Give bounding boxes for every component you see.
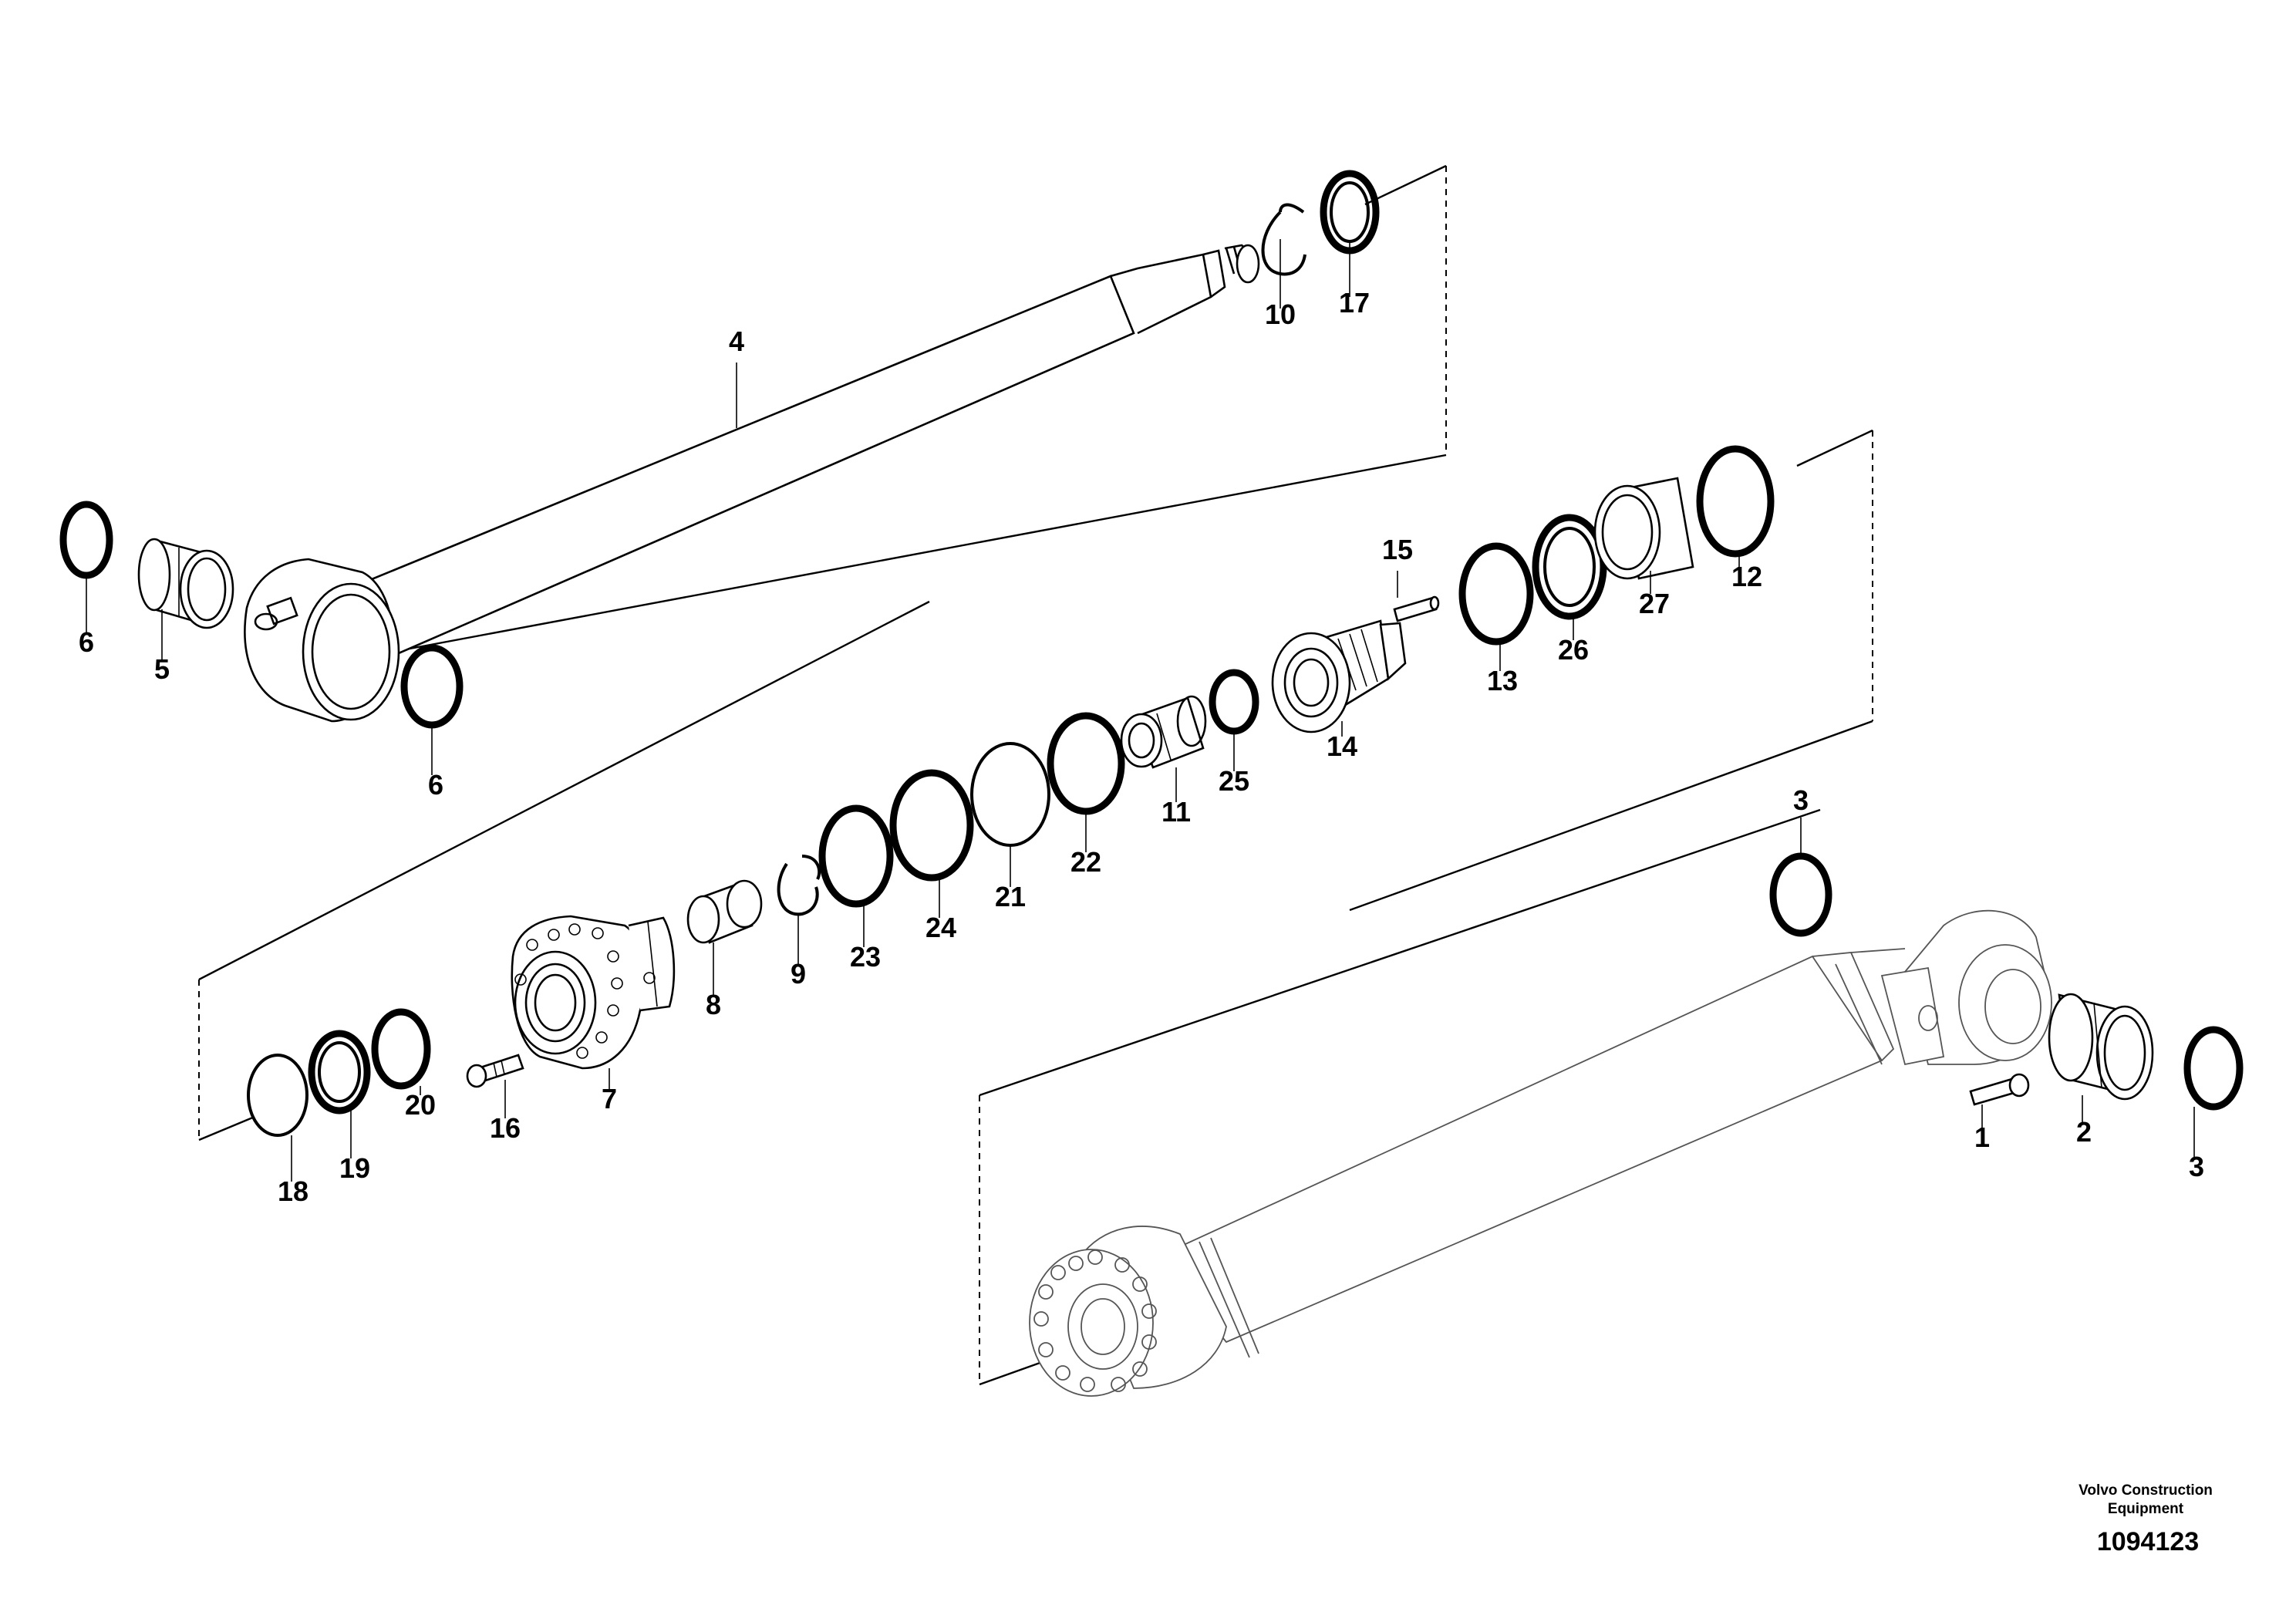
ring-25 [1209,669,1259,735]
callout-16: 16 [490,1112,521,1144]
ring-23 [818,804,894,908]
callout-12: 12 [1731,561,1762,592]
bolt-16 [466,1054,524,1088]
seal-ring-6-bottom [400,644,464,729]
callout-9: 9 [791,958,806,990]
cylinder-tube [1029,948,1906,1397]
ring-17-inner [1330,181,1370,243]
ring-26-inner [1543,527,1596,607]
callout-25: 25 [1219,765,1249,797]
footer-credit: Volvo Construction Equipment 1094123 [2079,1482,2213,1556]
callout-8: 8 [706,989,721,1020]
ring-27 [1593,477,1694,580]
callout-4: 4 [729,325,744,357]
callout-26: 26 [1558,634,1589,666]
piston-rod [353,244,1260,657]
bushing-5 [137,538,234,629]
callout-15: 15 [1382,534,1413,565]
callout-24: 24 [925,912,956,943]
callout-10: 10 [1265,298,1296,330]
ring-26 [1532,514,1607,620]
cylinder-head-7 [511,915,676,1070]
callout-13: 13 [1487,665,1518,696]
bushing-2 [2048,993,2154,1101]
nut-11 [1120,695,1207,769]
callout-3-right: 3 [2189,1151,2204,1182]
callout-27: 27 [1639,588,1670,619]
snap-ring-9 [777,855,821,916]
ring-24 [889,769,974,882]
ring-12 [1696,445,1775,558]
callout-11: 11 [1161,796,1191,828]
piston-14 [1271,619,1407,733]
callout-20: 20 [405,1089,436,1121]
leader-lines [86,239,2195,1182]
callout-1: 1 [1974,1121,1990,1153]
rod-eye [244,558,400,723]
callout-17: 17 [1339,287,1370,319]
document-number: 1094123 [2097,1527,2199,1556]
callout-6-left: 6 [79,626,94,658]
ring-21 [970,742,1050,847]
assembly-frames [198,164,1873,1386]
ring-18 [247,1054,308,1137]
callout-6-bottom: 6 [428,769,443,801]
seal-ring-3-top [1769,852,1832,937]
callout-19: 19 [339,1152,370,1184]
bolt-1 [1969,1073,2030,1106]
bushing-8 [686,879,763,944]
callout-labels: 4 10 17 6 5 6 15 12 13 26 27 14 11 25 22… [79,287,2204,1207]
callout-23: 23 [850,941,881,973]
ring-19 [308,1030,371,1114]
seal-ring-6-left [59,501,113,579]
cylinder-tube-eye [1880,909,2052,1066]
callout-14: 14 [1327,730,1357,762]
ring-22 [1047,712,1125,815]
ring-20 [371,1008,431,1090]
callout-2: 2 [2076,1116,2092,1148]
company-name-line1: Volvo Construction [2079,1482,2213,1499]
snap-ring-10 [1261,203,1306,276]
callout-3-top: 3 [1793,784,1809,816]
company-name-line2: Equipment [2108,1501,2184,1517]
callout-7: 7 [602,1083,617,1114]
seal-ring-3-right [2183,1026,2244,1111]
callout-21: 21 [995,881,1026,912]
callout-5: 5 [154,653,170,685]
callout-18: 18 [278,1175,308,1207]
ring-13 [1458,542,1534,646]
ring-19-inner [318,1041,361,1103]
pin-15 [1393,595,1440,622]
callout-22: 22 [1070,846,1101,878]
